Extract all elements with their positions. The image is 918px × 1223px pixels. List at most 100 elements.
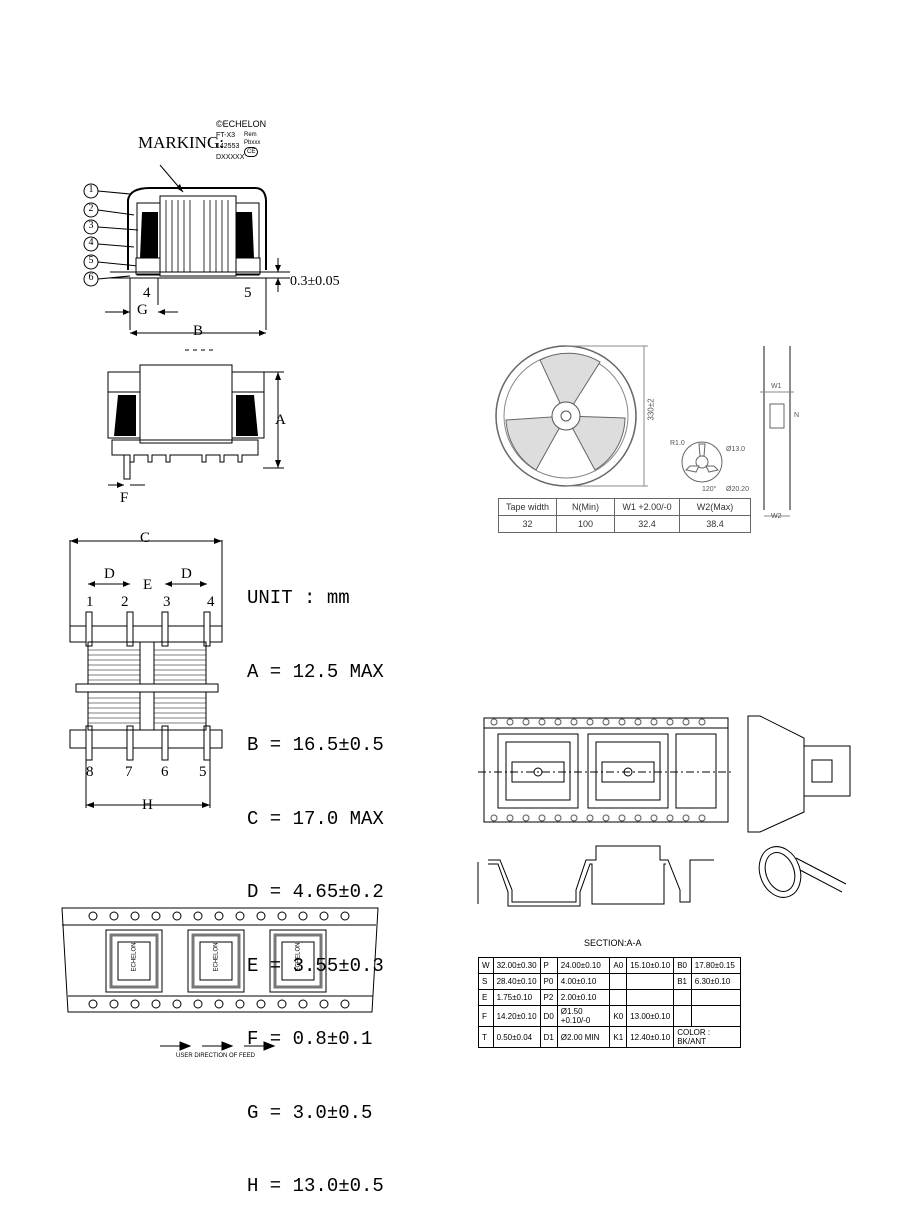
spec-cell: 17.80±0.15 [690,957,742,974]
unit-block: UNIT : mm A = 12.5 MAX B = 16.5±0.5 C = … [247,537,384,1223]
marking-block: MARKING: ©ECHELON FT-X3 142553 DXXXXX Re… [134,115,334,185]
callout-4: 4 [88,237,94,248]
feed-direction-label: USER DIRECTION OF FEED [176,1053,256,1059]
spec-cell [626,989,675,1006]
reel-table-header: Tape width N(Min) W1 +2.00/-0 W2(Max) [498,498,751,516]
callout-1: 1 [88,184,94,195]
top-pin-2: 2 [121,594,129,610]
unit-line-d: D = 4.65±0.2 [247,881,384,903]
marking-line-3: 142553 [216,143,240,150]
callout-6: 6 [88,272,94,283]
reel-cell: 32.4 [614,515,680,533]
spec-cell: 1.75±0.10 [492,989,541,1006]
reel-header-cell: W1 +2.00/-0 [614,498,680,516]
drawing-layer [61,164,851,1051]
top-pin-3: 3 [163,594,171,610]
bottom-pin-5: 5 [199,764,207,780]
feed-tape-drawing [61,907,379,1051]
side-label-n: N [794,412,800,419]
spec-cell: S [478,973,494,990]
thickness-dimension: 0.3±0.05 [290,274,340,289]
spec-cell: P [539,957,558,974]
reel-table: Tape width N(Min) W1 +2.00/-0 W2(Max) 32… [498,498,751,533]
spec-cell: 28.40±0.10 [492,973,541,990]
dim-d-label-right: D [181,566,192,582]
side-label-w1: W1 [771,383,782,390]
table-row: F 14.20±0.10 D0 Ø1.50 +0.10/-0 K0 13.00±… [478,1005,742,1027]
spec-cell: Ø2.00 MIN [556,1026,611,1048]
callout-5: 5 [88,255,94,266]
spec-cell [673,1005,692,1027]
marking-line-2: FT-X3 [216,132,236,139]
reel-front-drawing [495,345,648,487]
carrier-profile-drawing [747,715,851,833]
end-view-drawing [107,364,284,488]
spec-cell: B0 [673,957,692,974]
carrier-spec-table: W 32.00±0.30 P 24.00±0.10 A0 15.10±0.10 … [478,957,742,1048]
top-pin-4: 4 [207,594,215,610]
top-view-drawing [69,538,223,808]
table-row: E 1.75±0.10 P2 2.00±0.10 [478,989,742,1006]
spec-cell: 2.00±0.10 [556,989,611,1006]
spec-cell [626,973,675,990]
marking-line-1: ©ECHELON [216,119,267,129]
reel-cell: 32 [498,515,557,533]
spec-cell: T [478,1026,494,1048]
spec-cell: 24.00±0.10 [556,957,611,974]
spec-cell: E [478,989,494,1006]
table-row: S 28.40±0.10 P0 4.00±0.10 B1 6.30±0.10 [478,973,742,990]
reel-diameter-label: 330±2 [646,398,656,421]
marking-side-2: Pbxxx [244,140,261,146]
ce-mark: CE [244,147,259,157]
table-row: W 32.00±0.30 P 24.00±0.10 A0 15.10±0.10 … [478,957,742,974]
unit-line-g: G = 3.0±0.5 [247,1101,373,1124]
bottom-pin-7: 7 [125,764,133,780]
dim-f-label: F [120,490,129,506]
spec-cell: 15.10±0.10 [626,957,675,974]
hub-label-r: R1.0 [670,440,685,447]
unit-line-b: B = 16.5±0.5 [247,734,384,756]
spec-cell [673,989,692,1006]
top-pin-1: 1 [86,594,94,610]
spec-cell: P0 [539,973,558,990]
spec-cell: K1 [609,1026,628,1048]
dim-d-label-left: D [104,566,115,582]
reel-header-cell: Tape width [498,498,557,516]
spec-cell: F [478,1005,494,1027]
spec-cell [690,989,742,1006]
spec-cell: 32.00±0.30 [492,957,541,974]
reel-cell: 100 [556,515,615,533]
spec-cell: 14.20±0.10 [492,1005,541,1027]
marking-label: MARKING: [138,133,224,152]
unit-line-c: C = 17.0 MAX [247,807,384,830]
dim-h-label: H [142,797,153,813]
pin-label-5: 5 [244,285,252,301]
spec-cell: D0 [539,1005,558,1027]
marking-line-4: DXXXXX [216,154,245,161]
unit-line-f: F = 0.8±0.1 [247,1028,373,1050]
dim-c-label: C [140,530,151,546]
tape-part-marking-2: ECHELON [213,942,220,972]
reel-cell: 38.4 [679,515,751,533]
section-aa-drawing [477,845,714,907]
hub-label-angle: 120° [702,486,717,493]
spec-cell: 0.50±0.04 [492,1026,541,1048]
reel-side-drawing [760,346,794,517]
marking-side-1: Rem [244,132,257,138]
hub-label-d13: Ø13.0 [726,446,746,453]
unit-title: UNIT : mm [247,587,350,609]
spec-cell [609,973,628,990]
reel-header-cell: W2(Max) [679,498,751,516]
tape-part-marking-3: ECHELON [295,942,302,972]
carrier-top-drawing [478,717,734,823]
spec-cell: A0 [609,957,628,974]
spec-cell: B1 [673,973,692,990]
unit-line-e: E = 3.55±0.3 [247,954,384,977]
side-label-w2: W2 [771,513,782,520]
spec-cell: P2 [539,989,558,1006]
dim-e-label: E [143,577,153,593]
bottom-pin-6: 6 [161,764,169,780]
hub-label-d20: Ø20.20 [726,486,749,493]
tape-part-marking-1: ECHELON [131,942,138,972]
dim-a-label: A [275,412,286,428]
